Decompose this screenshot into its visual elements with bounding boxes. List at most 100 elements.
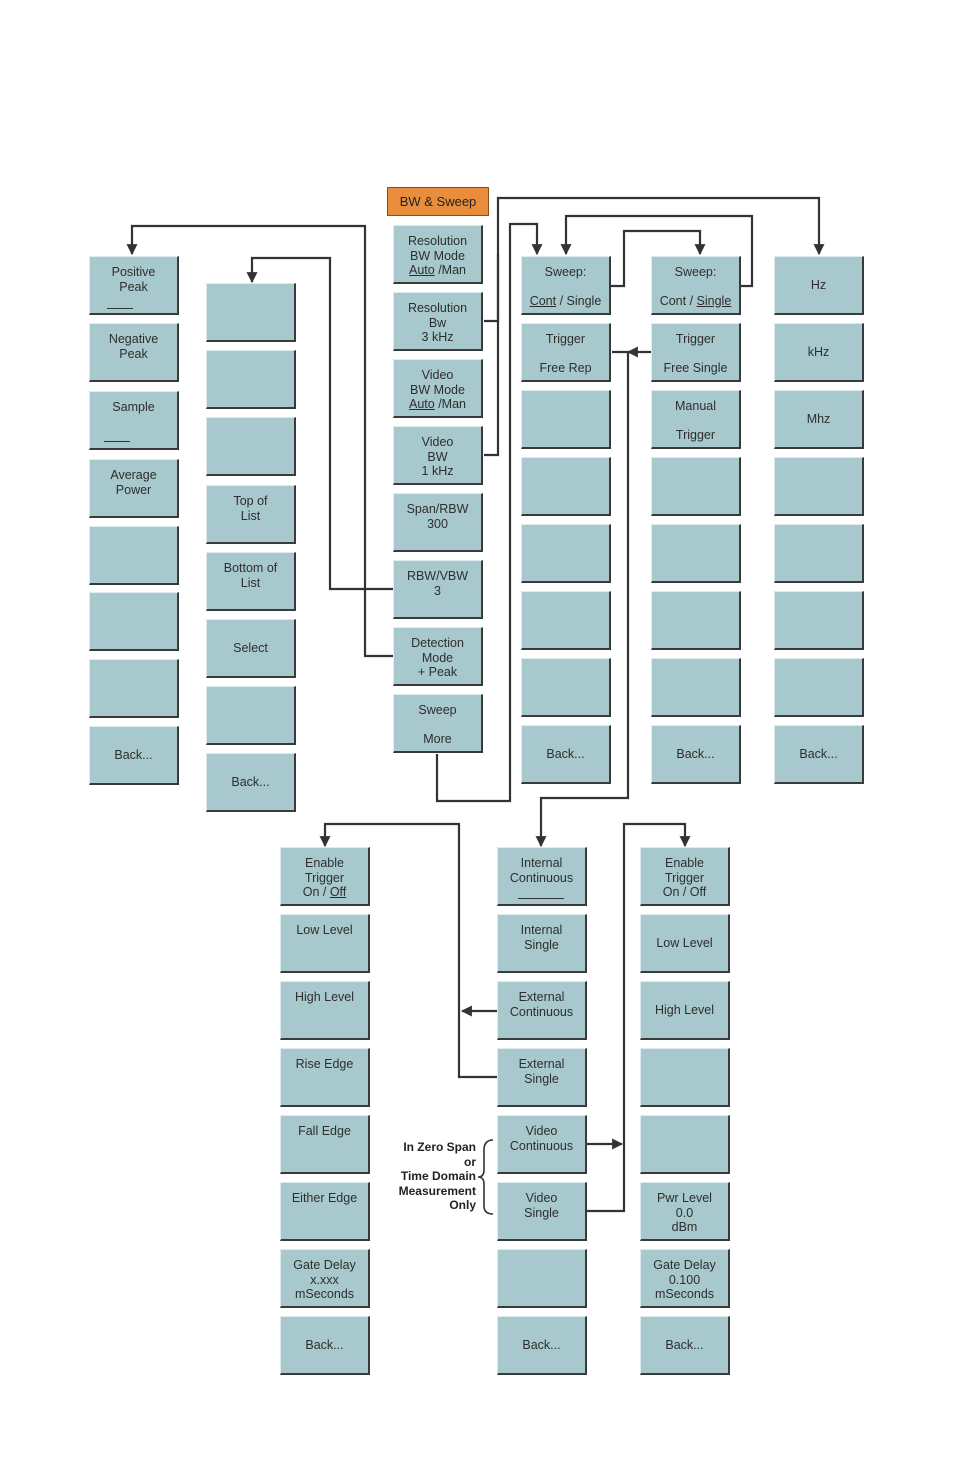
video-trigger-menu-key-2-label: Low Level	[656, 935, 713, 950]
detection-menu-key-5[interactable]	[89, 526, 179, 585]
sweep-menu-1-key-6[interactable]	[521, 591, 611, 650]
selected-indicator	[518, 898, 564, 899]
units-menu-key-6[interactable]	[774, 591, 864, 650]
units-menu-key-3[interactable]: Mhz	[774, 390, 864, 449]
list-menu-key-8[interactable]: Back...	[206, 753, 296, 812]
sweep-menu-2-key-6[interactable]	[651, 591, 741, 650]
detection-menu-key-3[interactable]: Sample	[89, 391, 179, 450]
trigger-source-menu-key-7[interactable]	[497, 1249, 587, 1308]
ext-trigger-menu-key-2-label: Low Level	[296, 923, 353, 937]
sweep-menu-2-key-7[interactable]	[651, 658, 741, 717]
video-trigger-menu-key-5[interactable]	[640, 1115, 730, 1174]
video-trigger-menu-key-4[interactable]	[640, 1048, 730, 1107]
detection-menu-key-8[interactable]: Back...	[89, 726, 179, 785]
units-menu-key-7[interactable]	[774, 658, 864, 717]
trigger-source-menu-key-1-label: Internal	[520, 856, 563, 870]
detection-menu-key-4-label: Power	[115, 482, 152, 497]
units-menu-key-5[interactable]	[774, 524, 864, 583]
ext-trigger-menu-key-8[interactable]: Back...	[280, 1316, 370, 1375]
bw-sweep-menu-key-5-label: 300	[427, 516, 448, 531]
sweep-menu-2-key-8[interactable]: Back...	[651, 725, 741, 784]
units-menu-key-2[interactable]: kHz	[774, 323, 864, 382]
list-menu-key-2[interactable]	[206, 350, 296, 409]
sweep-menu-1-key-2-label: Free Rep	[539, 360, 592, 375]
detection-menu-key-6[interactable]	[89, 592, 179, 651]
list-menu-key-3[interactable]	[206, 417, 296, 476]
bw-sweep-menu-key-8-label: More	[423, 731, 452, 746]
trigger-source-menu-key-4-label: External	[518, 1057, 565, 1071]
sweep-menu-2-key-4[interactable]	[651, 457, 741, 516]
trigger-source-menu-key-1-label: Continuous	[509, 870, 574, 885]
trigger-source-menu-key-2-label: Internal	[520, 923, 563, 937]
ext-trigger-menu-key-5[interactable]: Fall Edge	[280, 1115, 370, 1174]
list-menu-key-7[interactable]	[206, 686, 296, 745]
bw-sweep-menu-key-2-label: 3 kHz	[421, 330, 454, 344]
units-menu-key-1[interactable]: Hz	[774, 256, 864, 315]
list-menu-key-1[interactable]	[206, 283, 296, 342]
sweep-menu-1-key-5[interactable]	[521, 524, 611, 583]
list-menu-key-4-label: List	[240, 508, 261, 523]
units-menu-key-4[interactable]	[774, 457, 864, 516]
trigger-source-menu-key-3-label: Continuous	[509, 1004, 574, 1019]
list-menu-key-4-label: Top of	[233, 494, 268, 508]
ext-trigger-menu-key-6[interactable]: Either Edge	[280, 1182, 370, 1241]
sweep-menu-2-key-5[interactable]	[651, 524, 741, 583]
ext-trigger-menu-key-2[interactable]: Low Level	[280, 914, 370, 973]
units-menu-key-8[interactable]: Back...	[774, 725, 864, 784]
sweep-menu-1-key-2-label: Trigger	[545, 332, 586, 346]
sweep-menu-1-key-8-label: Back...	[546, 746, 585, 761]
trigger-source-menu-key-6-label: Single	[524, 1205, 559, 1220]
wire-sweep-toggle-a	[611, 229, 706, 288]
ext-trigger-menu-key-3[interactable]: High Level	[280, 981, 370, 1040]
bw-sweep-menu-key-3-label: Auto /Man	[409, 397, 466, 411]
list-menu-key-6[interactable]: Select	[206, 619, 296, 678]
units-menu-key-1-label: Hz	[810, 277, 827, 292]
sweep-menu-1-key-1[interactable]: Sweep:Cont / Single	[521, 256, 611, 315]
ext-trigger-menu-key-1-label: On / Off	[302, 885, 347, 899]
wire-external-single	[319, 822, 497, 1079]
ext-trigger-menu-key-4[interactable]: Rise Edge	[280, 1048, 370, 1107]
video-trigger-menu-key-2[interactable]: Low Level	[640, 914, 730, 973]
ext-trigger-menu-key-5-label: Fall Edge	[298, 1124, 351, 1138]
sweep-menu-1-key-8[interactable]: Back...	[521, 725, 611, 784]
detection-menu-key-7[interactable]	[89, 659, 179, 718]
video-trigger-menu-key-8[interactable]: Back...	[640, 1316, 730, 1375]
sweep-menu-1-key-7[interactable]	[521, 658, 611, 717]
detection-menu-key-1-label: Positive	[111, 265, 156, 279]
selected-indicator	[107, 308, 133, 309]
sweep-menu-2-key-1[interactable]: Sweep:Cont / Single	[651, 256, 741, 315]
video-trigger-menu-key-3[interactable]: High Level	[640, 981, 730, 1040]
units-menu-key-8-label: Back...	[799, 746, 838, 761]
bw-sweep-menu-key-7-label: Mode	[421, 650, 454, 665]
sweep-menu-1-key-4[interactable]	[521, 457, 611, 516]
trigger-source-menu-key-8[interactable]: Back...	[497, 1316, 587, 1375]
sweep-menu-1-key-3[interactable]	[521, 390, 611, 449]
